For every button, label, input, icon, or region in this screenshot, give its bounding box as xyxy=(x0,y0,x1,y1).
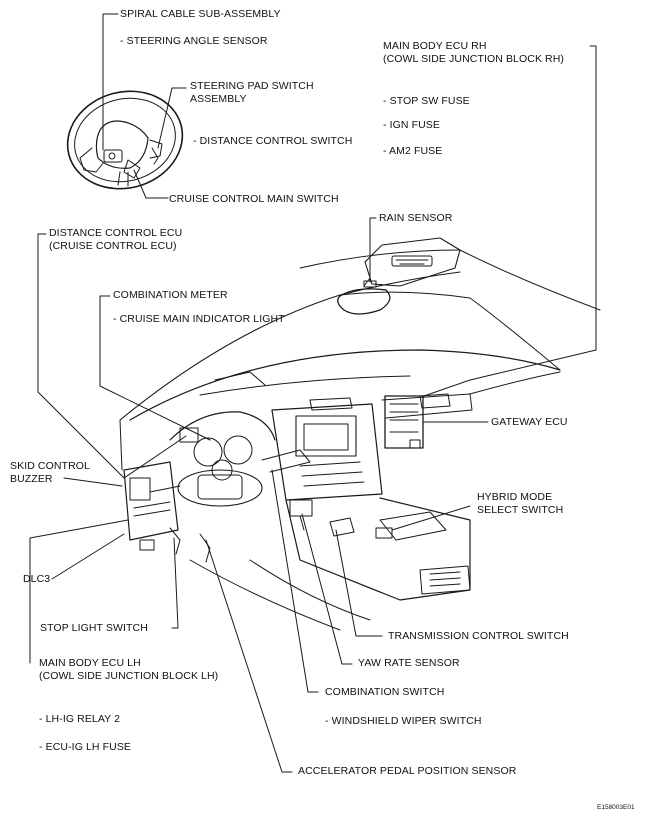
label-spiral-cable: SPIRAL CABLE SUB-ASSEMBLY xyxy=(120,8,281,20)
leader-steering-pad xyxy=(157,87,187,149)
label-cowl-junction-rh: (COWL SIDE JUNCTION BLOCK RH) xyxy=(383,53,565,65)
label-main-body-ecu-lh: MAIN BODY ECU LH xyxy=(39,657,141,669)
label-gateway-ecu: GATEWAY ECU xyxy=(491,416,568,428)
leader-rain-sensor xyxy=(369,217,377,283)
leader-spiral-cable xyxy=(102,13,119,151)
label-main-body-ecu-rh: MAIN BODY ECU RH xyxy=(383,40,487,52)
label-buzzer: BUZZER xyxy=(10,473,53,485)
label-stop-light-switch: STOP LIGHT SWITCH xyxy=(40,622,148,634)
label-cruise-main-indicator: - CRUISE MAIN INDICATOR LIGHT xyxy=(113,313,285,325)
label-combination-meter: COMBINATION METER xyxy=(113,289,228,301)
label-ecu-ig-lh-fuse: - ECU-IG LH FUSE xyxy=(39,741,132,753)
label-dlc3: DLC3 xyxy=(23,573,51,585)
leader-stop-light xyxy=(171,537,179,629)
figure-code: E158003E01 xyxy=(597,804,635,811)
leader-distance-ecu xyxy=(37,233,187,479)
label-lh-ig-relay: - LH-IG RELAY 2 xyxy=(39,713,121,725)
label-steering-pad-switch: STEERING PAD SWITCH xyxy=(190,80,314,92)
label-skid-control: SKID CONTROL xyxy=(10,460,90,472)
label-rain-sensor: RAIN SENSOR xyxy=(379,212,453,224)
dashboard-scene xyxy=(119,237,601,631)
leader-skid-buzzer xyxy=(63,477,123,487)
leader-accelerator xyxy=(205,539,293,773)
leader-dlc3 xyxy=(51,533,125,580)
label-yaw-rate-sensor: YAW RATE SENSOR xyxy=(358,657,460,669)
label-ign-fuse: - IGN FUSE xyxy=(383,119,441,131)
leader-yaw-rate xyxy=(301,513,353,665)
leader-hybrid-mode xyxy=(391,505,471,531)
leader-transmission-switch xyxy=(335,529,383,637)
leader-combination-switch xyxy=(271,469,319,693)
label-cruise-main-switch: CRUISE CONTROL MAIN SWITCH xyxy=(169,193,339,205)
label-am2-fuse: - AM2 FUSE xyxy=(383,145,443,157)
label-distance-control-switch: - DISTANCE CONTROL SWITCH xyxy=(193,135,353,147)
label-accelerator-pedal-sensor: ACCELERATOR PEDAL POSITION SENSOR xyxy=(298,765,517,777)
label-steering-pad-assembly: ASSEMBLY xyxy=(190,93,247,105)
label-cowl-junction-lh: (COWL SIDE JUNCTION BLOCK LH) xyxy=(39,670,219,682)
leader-ecu-lh xyxy=(29,519,129,664)
leader-ecu-rh xyxy=(423,45,597,397)
label-distance-control-ecu: DISTANCE CONTROL ECU xyxy=(49,227,183,239)
label-windshield-wiper-switch: - WINDSHIELD WIPER SWITCH xyxy=(325,715,482,727)
label-stop-sw-fuse: - STOP SW FUSE xyxy=(383,95,470,107)
steering-wheel-inset xyxy=(66,90,184,190)
label-transmission-control-switch: TRANSMISSION CONTROL SWITCH xyxy=(388,630,569,642)
label-hybrid-mode: HYBRID MODE xyxy=(477,491,553,503)
label-combination-switch: COMBINATION SWITCH xyxy=(325,686,445,698)
label-cruise-control-ecu: (CRUISE CONTROL ECU) xyxy=(49,240,177,252)
label-select-switch: SELECT SWITCH xyxy=(477,504,564,516)
label-steering-angle-sensor: - STEERING ANGLE SENSOR xyxy=(120,35,268,47)
leader-lines xyxy=(29,45,597,773)
leader-cruise-main-switch xyxy=(133,169,169,199)
leader-combination-meter xyxy=(99,295,211,441)
